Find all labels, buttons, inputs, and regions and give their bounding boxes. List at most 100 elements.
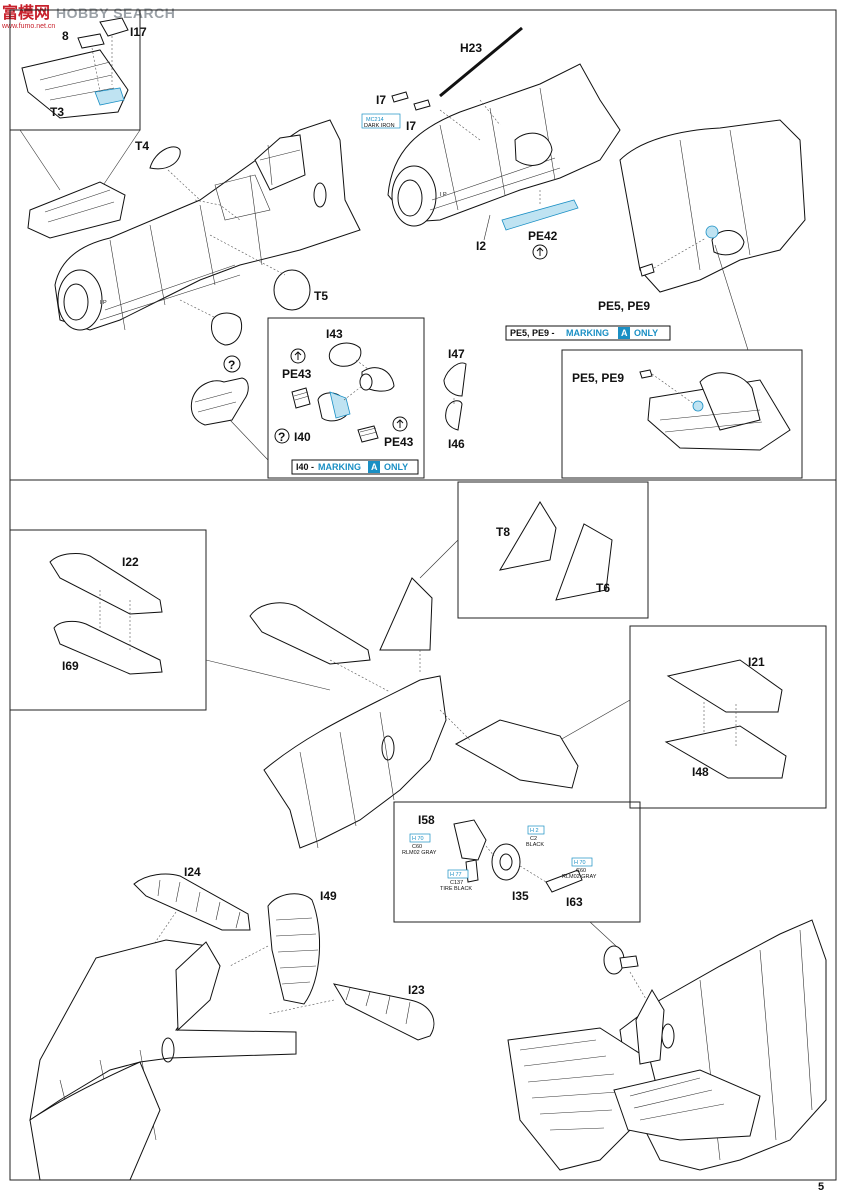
i22-part <box>49 553 163 615</box>
label-pe5-pe9-b: PE5, PE9 <box>572 371 624 385</box>
i23-part <box>332 983 435 1041</box>
svg-text:I P: I P <box>100 300 107 306</box>
t4-part <box>149 146 181 170</box>
note-pe-only: ONLY <box>634 328 658 338</box>
intake-detail-callout: I43 PE43 ? I40 PE43 I40 - MARKING A ONLY <box>267 317 425 479</box>
svg-text:C137: C137 <box>450 880 463 886</box>
label-pe43-a: PE43 <box>282 367 312 381</box>
label-i21: I21 <box>748 655 765 669</box>
bottom-step-frame <box>9 479 837 1181</box>
bottom-assembly: I24 I49 I23 I58 I35 I63 H 70 <box>29 801 827 1181</box>
elevator-left <box>249 602 371 665</box>
label-t6: T6 <box>596 581 610 595</box>
pe42-strip <box>501 199 579 231</box>
label-i47: I47 <box>448 347 465 361</box>
label-pe43-b: PE43 <box>384 435 414 449</box>
label-i58: I58 <box>418 813 435 827</box>
optional-symbol-circle-1 <box>223 355 241 373</box>
i18-part <box>77 33 105 49</box>
paint-code-mc214: MC214 <box>366 117 384 123</box>
label-i69: I69 <box>62 659 79 673</box>
label-t5: T5 <box>314 289 328 303</box>
note-i40-part: I40 - <box>296 462 314 472</box>
fin-stub-left <box>175 941 221 1032</box>
svg-text:C2: C2 <box>530 836 537 842</box>
label-i22: I22 <box>122 555 139 569</box>
top-left-assembly: T3 I17 8 T4 I P T5 ? <box>9 9 361 461</box>
fin-part <box>379 577 433 651</box>
intake-assembly <box>190 377 249 426</box>
paint-name-dark-iron: DARK IRON <box>364 123 395 129</box>
paint-box-dark-iron <box>361 113 401 129</box>
tailwheel-detail-frame <box>393 801 641 923</box>
svg-text:RLM02 GRAY: RLM02 GRAY <box>562 874 597 880</box>
fuselage-closeup <box>619 119 806 293</box>
watermark: 富模网 HOBBY SEARCH www.fumo.net.cn <box>1 3 175 30</box>
optional-symbol-circle-2 <box>274 428 290 444</box>
i47-part <box>443 362 467 397</box>
svg-text:H 77: H 77 <box>450 872 462 878</box>
watermark-brand-en: HOBBY SEARCH <box>56 5 175 21</box>
t5-part <box>273 269 311 311</box>
label-i24: I24 <box>184 865 201 879</box>
label-i7-b: I7 <box>406 119 416 133</box>
svg-text:C60: C60 <box>412 844 422 850</box>
i22-i69-frame <box>9 529 207 711</box>
exhaust-detail <box>699 372 761 431</box>
label-t8: T8 <box>496 525 510 539</box>
elevator-assembled <box>613 1069 761 1141</box>
i24-part <box>133 873 251 931</box>
label-i7-a: I7 <box>376 93 386 107</box>
pe5-pe9-part <box>639 263 655 277</box>
t8-part <box>499 501 557 571</box>
cowling-cover <box>27 181 126 239</box>
label-i17: I17 <box>130 25 147 39</box>
note-i40-marking: MARKING <box>318 462 361 472</box>
t3-blue-detail <box>94 87 125 106</box>
tail-fuselage <box>263 675 447 849</box>
spinner-opening <box>63 283 89 321</box>
note-i40-letter: A <box>371 462 378 472</box>
label-t3: T3 <box>50 105 64 119</box>
i47-i46-group: I47 I46 <box>443 347 467 451</box>
svg-text:BLACK: BLACK <box>526 842 544 848</box>
i40-note-box <box>291 459 419 475</box>
label-t4: T4 <box>135 139 149 153</box>
label-i63: I63 <box>566 895 583 909</box>
label-i18: 8 <box>62 29 69 43</box>
svg-text:I P: I P <box>440 192 447 198</box>
optional-symbol-1: ? <box>228 358 235 372</box>
exhaust-fairing <box>711 230 745 256</box>
i63-part <box>545 869 583 893</box>
note-pe-part: PE5, PE9 - <box>510 328 555 338</box>
paint-box-3: H 77 C137 TIRE BLACK <box>440 869 472 892</box>
fuselage-nose-right <box>387 63 621 223</box>
i48-part <box>664 725 787 779</box>
tail-assembly: I22 I69 T8 T6 I21 I48 <box>9 481 827 849</box>
i21-i48-frame <box>629 625 827 809</box>
i43-part <box>328 342 362 367</box>
tail-section-left <box>29 939 297 1122</box>
svg-text:H 2: H 2 <box>530 828 539 834</box>
i21-part <box>666 659 783 713</box>
t6-part <box>555 523 613 601</box>
intake-ring <box>211 312 243 346</box>
note-i40-only: ONLY <box>384 462 408 472</box>
intake-detail-frame <box>267 317 425 479</box>
top-right-assembly: H23 I7 I7 MC214 DARK IRON I P PE42 I2 PE… <box>361 26 806 479</box>
label-i46: I46 <box>448 437 465 451</box>
label-i43: I43 <box>326 327 343 341</box>
i7-part-a <box>391 91 409 103</box>
h23-rod <box>439 26 523 98</box>
watermark-url: www.fumo.net.cn <box>1 23 55 30</box>
i58-part <box>453 819 487 861</box>
tail-fuselage-left <box>29 1061 161 1181</box>
note-pe-marking: MARKING <box>566 328 609 338</box>
label-i35: I35 <box>512 889 529 903</box>
paint-box-2: H 2 C2 BLACK <box>526 825 544 848</box>
fin-assembled-right <box>635 988 665 1065</box>
label-i48: I48 <box>692 765 709 779</box>
canopy-frame <box>254 134 306 191</box>
svg-text:H 70: H 70 <box>412 836 424 842</box>
